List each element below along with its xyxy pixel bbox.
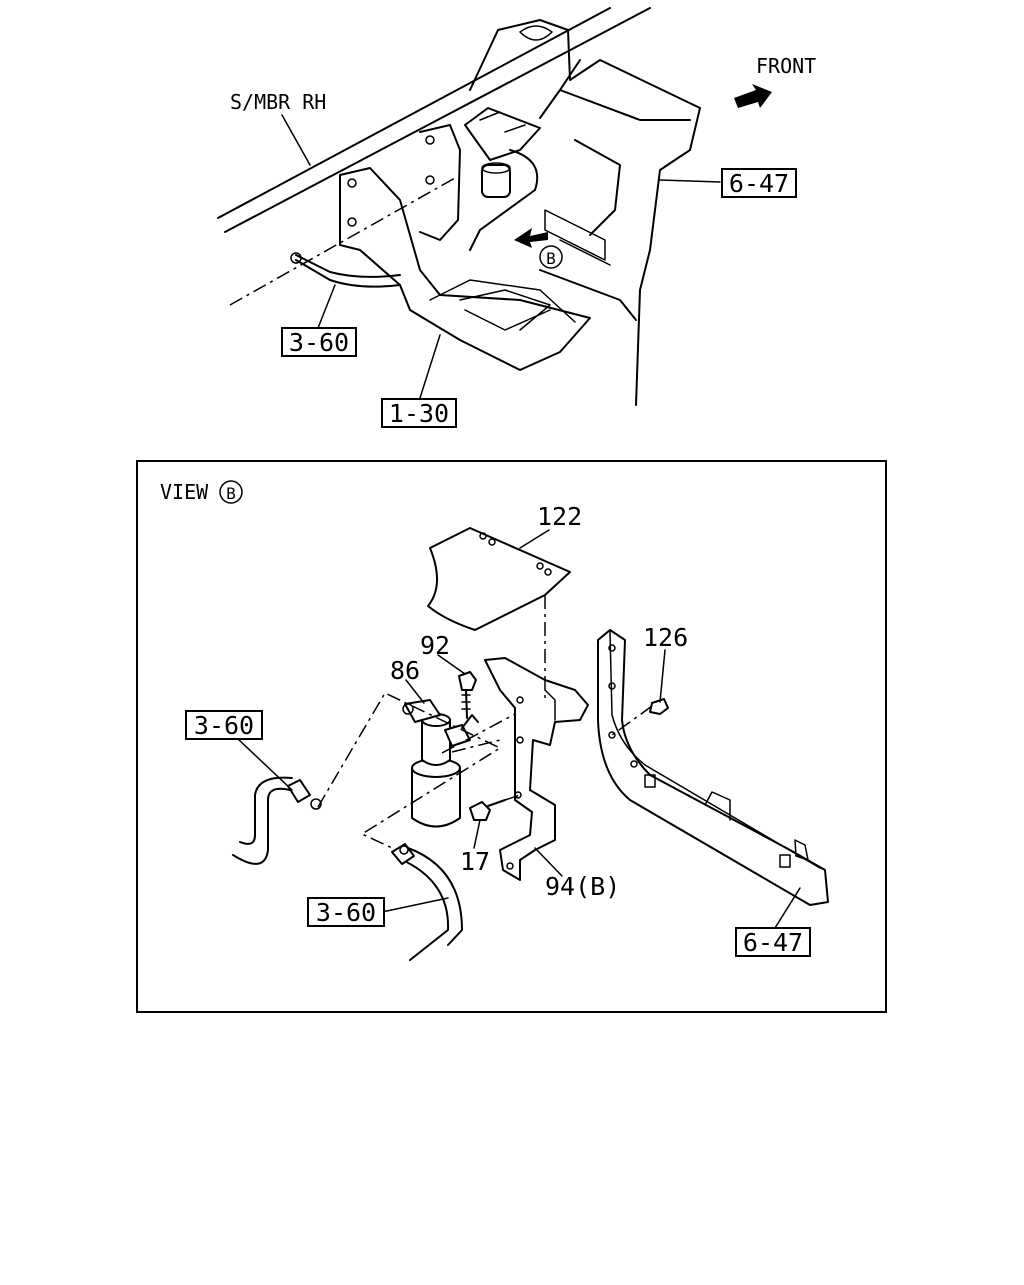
part-92-label: 92 <box>420 631 450 660</box>
leader-92 <box>437 654 466 675</box>
cover-plate-122 <box>427 527 571 631</box>
svg-text:3-60: 3-60 <box>316 898 376 927</box>
view-b-arrow-icon <box>514 228 548 248</box>
side-member-label: S/MBR RH <box>230 90 326 114</box>
receiver-drier-86 <box>402 699 479 828</box>
svg-text:3-60: 3-60 <box>289 328 349 357</box>
leader-1-30 <box>419 334 441 399</box>
ref-3-60-left[interactable]: 3-60 <box>185 710 263 740</box>
ref-1-30[interactable]: 1-30 <box>381 398 457 428</box>
ref-6-47-top[interactable]: 6-47 <box>721 168 797 198</box>
leader-3-60-bottom <box>381 897 449 913</box>
bracket-94 <box>484 657 589 881</box>
detail-illustration <box>232 527 829 961</box>
crossmember-frame <box>469 19 701 406</box>
leader-3-60-left <box>237 738 293 791</box>
svg-text:3-60: 3-60 <box>194 711 254 740</box>
svg-text:1-30: 1-30 <box>389 399 449 428</box>
detail-view-title: VIEW <box>160 480 209 504</box>
leader-126 <box>659 649 666 703</box>
part-17-label: 17 <box>460 847 490 876</box>
leader-smbr <box>281 114 311 166</box>
view-b-marker: B <box>539 245 563 269</box>
front-arrow-icon <box>734 84 772 108</box>
nut-126 <box>649 698 669 715</box>
leader-94 <box>534 847 563 877</box>
svg-text:6-47: 6-47 <box>743 928 803 957</box>
ref-3-60-top[interactable]: 3-60 <box>281 327 357 357</box>
side-member-beam <box>217 7 651 306</box>
part-86-label: 86 <box>390 656 420 685</box>
ref-3-60-bottom[interactable]: 3-60 <box>307 897 385 927</box>
frame-bracket-6-47 <box>597 629 829 906</box>
detail-view-frame <box>136 460 887 1013</box>
part-94-label: 94(B) <box>545 872 620 901</box>
leader-6-47-bottom <box>774 887 801 929</box>
leader-6-47-top <box>659 179 721 183</box>
leader-3-60-top <box>317 284 336 329</box>
bolt-92 <box>458 671 477 719</box>
part-126-label: 126 <box>643 623 688 652</box>
svg-text:B: B <box>226 484 236 503</box>
leader-86 <box>405 679 425 704</box>
detail-view-marker: B <box>219 480 243 504</box>
leader-122 <box>519 529 550 549</box>
svg-text:B: B <box>546 249 556 268</box>
leader-17 <box>473 819 481 849</box>
hose-3-60-left <box>232 776 322 865</box>
ref-6-47-bottom[interactable]: 6-47 <box>735 927 811 957</box>
svg-text:6-47: 6-47 <box>729 169 789 198</box>
bracket-assembly <box>290 107 591 371</box>
front-label: FRONT <box>756 54 816 78</box>
part-122-label: 122 <box>537 502 582 531</box>
hose-3-60-bottom <box>391 843 463 961</box>
overview-illustration <box>217 7 772 406</box>
bolt-17 <box>469 799 506 821</box>
